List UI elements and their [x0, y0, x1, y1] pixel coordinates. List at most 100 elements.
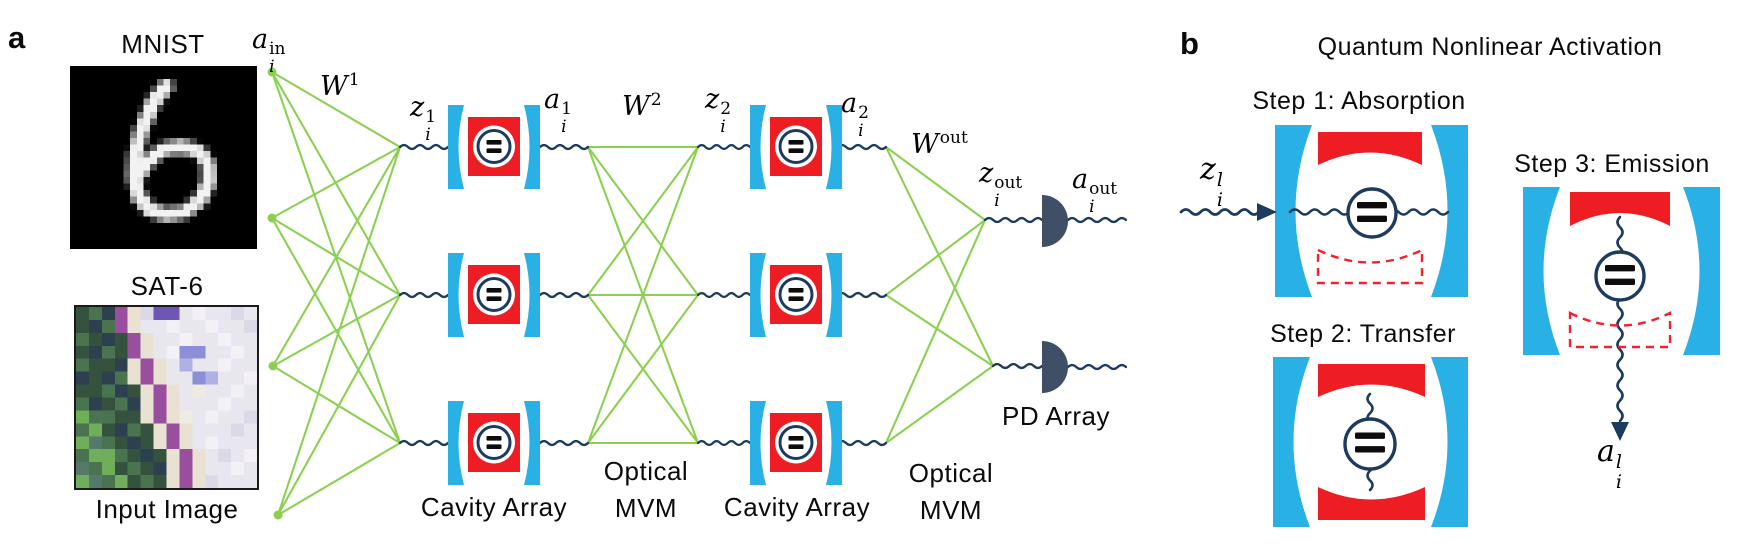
weight-connection — [587, 294, 699, 444]
input-wave — [1179, 208, 1261, 216]
waveguide — [836, 291, 888, 299]
atom-level-lower — [1355, 446, 1385, 453]
top-mirror — [1570, 192, 1670, 226]
waveguide — [538, 439, 590, 447]
waveguides — [398, 143, 1128, 447]
step3-cavity — [1523, 187, 1720, 441]
cavity-mirror-right — [1431, 125, 1468, 297]
waveguide — [398, 439, 450, 447]
waveguide — [991, 362, 1044, 370]
atom-level-upper — [1357, 202, 1387, 209]
input-image-caption: Input Image — [95, 494, 239, 524]
atom-level-upper — [1355, 432, 1385, 439]
atom-icon — [1346, 187, 1398, 239]
waveguide — [1066, 363, 1128, 371]
weight-connection — [272, 365, 401, 444]
step2-title: Step 2: Transfer — [1270, 320, 1456, 348]
weight-connection — [272, 294, 401, 367]
weight-connection — [277, 146, 401, 516]
cavity-mirror-left — [1273, 357, 1310, 527]
waveguide — [696, 291, 752, 299]
ghost-mirror-dashed — [1568, 311, 1672, 349]
weight-connection — [885, 146, 986, 221]
step1-title: Step 1: Absorption — [1252, 87, 1466, 115]
waveguide — [696, 439, 752, 447]
panel-label-a: a — [8, 20, 26, 55]
step2-cavity — [1273, 357, 1468, 527]
cavity-mirror-left — [1523, 187, 1560, 355]
top-mirror — [1318, 364, 1425, 397]
weight-connections — [271, 71, 994, 516]
input-arrowhead-icon — [1257, 203, 1277, 221]
waveguide — [1066, 216, 1128, 224]
label-w1: W1 — [320, 70, 360, 102]
input-node-dot — [268, 361, 278, 371]
mnist-input-image — [70, 66, 257, 249]
pd-array-label: PD Array — [1001, 401, 1111, 431]
label-w-out: Wout — [911, 128, 968, 160]
weight-connection — [277, 442, 401, 516]
panel-label-b: b — [1180, 26, 1199, 61]
atom-level-upper — [1605, 265, 1635, 272]
cavity-icon — [750, 401, 842, 485]
photodetector-icon — [1042, 195, 1068, 247]
top-mirror — [1318, 132, 1422, 165]
atom-level-lower — [1357, 215, 1387, 222]
mvm-line: MVM — [919, 494, 983, 525]
input-node-dot — [267, 67, 277, 77]
weight-connection — [587, 146, 699, 444]
cavity-mirror-right — [1431, 357, 1468, 527]
optical-line: Optical — [908, 458, 994, 488]
label-w2: W2 — [622, 90, 662, 122]
weight-connection — [885, 146, 994, 367]
waveguide — [983, 216, 1044, 224]
waveguide — [836, 439, 888, 447]
input-node-dot — [273, 510, 283, 520]
weight-connection — [271, 71, 401, 148]
step1-cavity — [1179, 125, 1468, 297]
waveguide — [538, 291, 590, 299]
atom-icon — [1594, 250, 1646, 302]
sat6-input-image — [74, 305, 259, 490]
weight-connection — [885, 294, 994, 367]
waveguide — [398, 291, 450, 299]
weight-connection — [885, 365, 994, 444]
ghost-mirror-dashed — [1316, 248, 1424, 285]
weight-connection — [277, 294, 401, 516]
optical-mvm-label-2: Optical MVM — [909, 455, 993, 529]
waveguide — [398, 143, 450, 151]
weight-connection — [587, 146, 699, 296]
weight-connection — [271, 146, 401, 219]
cavity-array-label-1: Cavity Array — [420, 492, 568, 522]
optical-line: Optical — [603, 456, 689, 486]
emission-wave — [1616, 215, 1624, 423]
weight-connection — [272, 146, 401, 367]
atom-level-lower — [1605, 278, 1635, 285]
quantum-nonlinear-activation-title: Quantum Nonlinear Activation — [1317, 33, 1663, 61]
cavity-array-label-2: Cavity Array — [723, 492, 871, 522]
bottom-mirror — [1318, 487, 1425, 520]
weight-connection — [885, 219, 986, 296]
optical-mvm-label-1: Optical MVM — [604, 453, 688, 527]
photodetector-icon — [1042, 341, 1068, 393]
mnist-title: MNIST — [121, 29, 205, 59]
atom-icon — [1343, 417, 1397, 471]
cavity-icon — [448, 105, 540, 189]
input-nodes — [267, 67, 283, 520]
input-node-dot — [267, 213, 277, 223]
waveguide — [696, 143, 752, 151]
cavity-icon — [750, 253, 842, 337]
cavity-icon — [448, 253, 540, 337]
step3-title: Step 3: Emission — [1514, 150, 1710, 178]
output-arrowhead-icon — [1611, 422, 1629, 441]
cavity-icon — [448, 401, 540, 485]
